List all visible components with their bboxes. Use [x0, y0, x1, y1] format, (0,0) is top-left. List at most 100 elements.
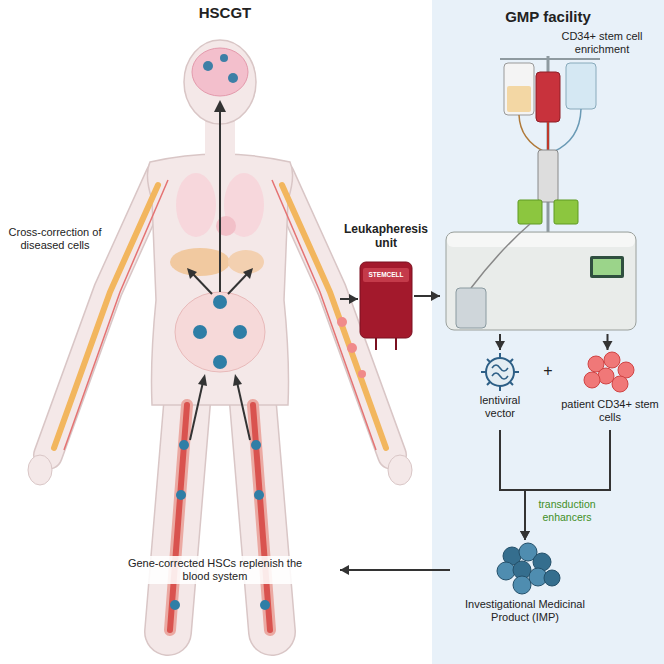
enrichment-machine-part — [566, 63, 596, 109]
enrichment-machine-part — [553, 109, 581, 152]
step-label-holder: transduction enhancers — [531, 498, 603, 524]
arrow-head — [349, 294, 358, 304]
arrow-head — [603, 341, 613, 350]
facility-ground — [432, 0, 664, 664]
flow-arrow — [495, 334, 505, 350]
flow-arrow — [414, 291, 440, 301]
lentivirus-icon-part — [487, 359, 513, 385]
body-arrows-part — [198, 374, 207, 386]
organs-part — [228, 250, 264, 274]
human-body-part — [48, 175, 160, 455]
body-arrows-part — [233, 374, 242, 386]
leg-bones-part — [170, 600, 180, 610]
enrichment-machine-part — [519, 115, 545, 152]
imp-cells-icon-part — [544, 570, 560, 586]
leg-bones-part — [253, 405, 270, 630]
body-arrows-part — [214, 100, 226, 112]
cells-label-holder: patient CD34+ stem cells — [560, 398, 660, 424]
leg-bones-part — [251, 440, 261, 450]
human-body-part — [252, 392, 272, 632]
enrichment-machine-part — [536, 72, 560, 122]
enrichment-machine-part — [547, 122, 549, 150]
body-figure: HSCGT — [110, 40, 340, 600]
enrichment-machine-part — [518, 200, 542, 224]
vector-label: lentiviral vector — [465, 394, 535, 420]
human-body-part — [168, 392, 188, 632]
lentivirus-icon-part — [486, 358, 514, 386]
arm-bones-part — [358, 370, 366, 378]
organs — [170, 48, 265, 372]
device-label-holder: CD34+ stem cell enrichment — [552, 30, 652, 56]
flow-arrow — [340, 294, 358, 304]
annotation: Gene-corrected HSCs replenish the blood … — [120, 556, 310, 584]
enrichment-machine — [446, 56, 636, 330]
body-arrows-part — [187, 268, 197, 279]
human-body — [28, 40, 412, 632]
annotation-holder: Cross-correction of diseased cells — [5, 226, 105, 252]
enrichment-machine-part — [447, 233, 635, 247]
stem-cells-icon — [584, 352, 634, 392]
enrichment-machine-part — [446, 232, 636, 330]
lentivirus-icon-part — [492, 365, 508, 379]
panel-title-holder: HSCGT — [110, 4, 340, 22]
human-body-part — [48, 175, 160, 455]
enrichment-machine-part — [590, 256, 624, 278]
annotation-holder: Gene-corrected HSCs replenish the blood … — [120, 556, 310, 584]
leukapheresis-bag: Leukapheresis unitSTEMCELL — [358, 258, 414, 340]
body-arrows-part — [190, 382, 203, 440]
enrichment-machine-part — [471, 224, 530, 288]
device-label: CD34+ stem cell enrichment — [552, 30, 652, 56]
leg-bones-part — [176, 490, 186, 500]
body-arrows-part — [243, 268, 253, 279]
organs-part — [233, 325, 247, 339]
stem-cells-icon-part — [598, 368, 614, 384]
leukapheresis-bag-part — [395, 338, 397, 350]
enrichment-machine-part — [500, 58, 600, 60]
product-icon: Investigational Medicinal Product (IMP) — [450, 540, 600, 652]
flow-line — [525, 430, 610, 540]
leg-bones-part — [170, 405, 187, 630]
arm-bones-part — [64, 180, 168, 450]
product-label-holder: Investigational Medicinal Product (IMP) — [450, 598, 600, 624]
flow-arrow — [340, 565, 450, 575]
panel-title: HSCGT — [110, 4, 340, 22]
cells-icon: patient CD34+ stem cells — [560, 350, 660, 430]
stem-cells-icon-part — [584, 372, 600, 388]
enrichment-machine-part — [504, 63, 534, 115]
enrichment-machine-part — [554, 200, 578, 224]
stem-cells-icon-part — [612, 376, 628, 392]
body-arrows — [187, 100, 253, 440]
organs-part — [192, 48, 248, 96]
bag-label-holder: Leukapheresis unit — [338, 222, 434, 250]
enrichment-device: CD34+ stem cell enrichment — [440, 24, 655, 334]
panel-title: GMP facility — [432, 8, 664, 26]
flow-arrow — [603, 334, 613, 350]
enrichment-machine-part — [593, 259, 621, 275]
bag-label: Leukapheresis unit — [338, 222, 434, 250]
human-body-part — [28, 455, 52, 485]
arrow-head — [520, 531, 530, 540]
arrow-head — [431, 291, 440, 301]
bag-logo: STEMCELL — [360, 271, 412, 279]
organs-part — [213, 355, 227, 369]
plus-sign-holder: + — [541, 361, 555, 380]
enrichment-machine-part — [507, 86, 531, 112]
human-body-part — [168, 392, 188, 632]
leg-bones-part — [170, 405, 187, 630]
leukapheresis-bag-part — [375, 338, 377, 350]
product-label: Investigational Medicinal Product (IMP) — [450, 598, 600, 624]
stem-cells-icon-part — [604, 352, 620, 368]
plus-sign: + — [541, 361, 555, 380]
organs-part — [220, 54, 228, 62]
facility-panel: GMP facilityCD34+ stem cell enrichment le… — [432, 0, 664, 664]
vector-label-holder: lentiviral vector — [465, 394, 535, 420]
arrow-head — [340, 565, 349, 575]
arm-bones-part — [337, 317, 347, 327]
imp-cells-icon-part — [513, 576, 531, 594]
leg-bones-part — [253, 405, 270, 630]
arrow-head — [495, 341, 505, 350]
organs-part — [176, 173, 216, 237]
imp-cells-icon — [497, 543, 560, 594]
